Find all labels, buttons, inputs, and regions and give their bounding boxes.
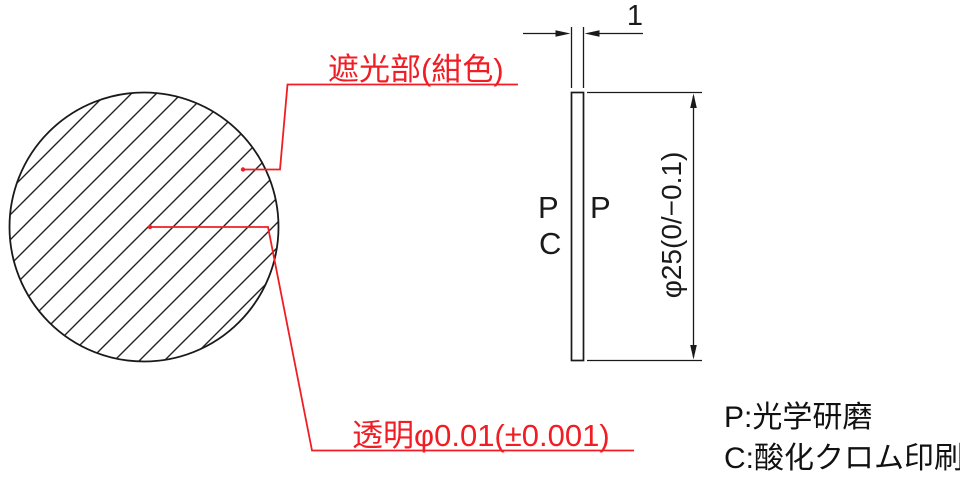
arrowhead-up-icon xyxy=(690,93,697,108)
thickness-dimension-value: 1 xyxy=(626,0,644,32)
leader-shading xyxy=(240,83,518,172)
pinhole-label: 透明φ0.01(±0.001) xyxy=(352,418,610,453)
arrowhead-down-icon xyxy=(690,345,697,360)
surface-mark-p-left: P xyxy=(538,190,559,225)
leader-pinhole xyxy=(147,224,634,452)
legend-line-c: C:酸化クロム印刷 xyxy=(724,442,960,475)
legend-line-p: P:光学研磨 xyxy=(724,401,873,434)
shading-label: 遮光部(紺色) xyxy=(328,52,504,87)
surface-mark-p-right: P xyxy=(590,190,611,225)
leader-pinhole-dot xyxy=(147,224,153,230)
arrowhead-right-icon xyxy=(555,30,571,37)
arrowhead-left-icon xyxy=(584,30,600,37)
diameter-dimension-value: φ25(0/−0.1) xyxy=(656,151,687,299)
side-view-outline xyxy=(570,91,585,362)
diameter-dimension-lines xyxy=(587,91,702,362)
thickness-dimension-lines xyxy=(523,27,643,88)
leader-shading-dot xyxy=(240,167,246,172)
surface-mark-c: C xyxy=(539,226,562,261)
front-view-disc xyxy=(8,91,280,363)
